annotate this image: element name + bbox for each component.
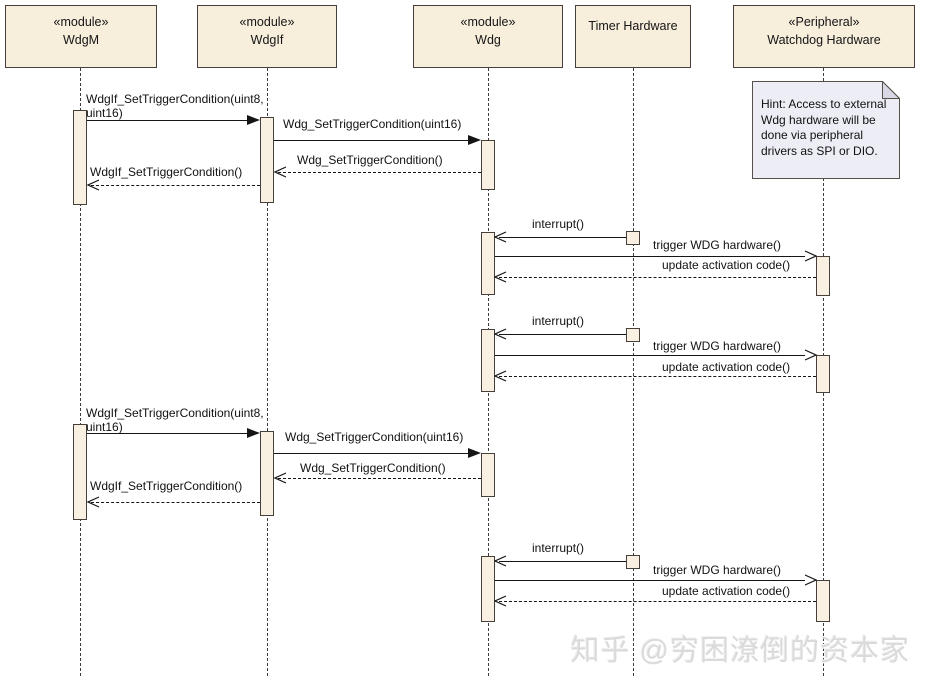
filled-arrowhead-icon bbox=[468, 448, 481, 458]
activation-wdgm bbox=[73, 424, 87, 520]
filled-arrowhead-icon bbox=[468, 135, 481, 145]
message-label: update activation code() bbox=[662, 258, 791, 272]
open-arrowhead-icon bbox=[494, 328, 507, 340]
message-label: trigger WDG hardware() bbox=[653, 238, 782, 252]
open-arrowhead-icon bbox=[494, 555, 507, 567]
open-arrowhead-icon bbox=[87, 179, 100, 191]
activation-watchdog bbox=[816, 580, 830, 622]
open-arrowhead-icon bbox=[494, 370, 507, 382]
open-arrowhead-icon bbox=[87, 496, 100, 508]
activation-wdg bbox=[481, 556, 495, 622]
activation-watchdog bbox=[816, 355, 830, 393]
message-label: WdgIf_SetTriggerCondition() bbox=[90, 165, 243, 179]
message-label: uint16) bbox=[86, 420, 123, 434]
activation-timer bbox=[626, 328, 640, 342]
activation-wdg bbox=[481, 453, 495, 497]
message-line-return bbox=[499, 277, 816, 278]
open-arrowhead-icon bbox=[274, 472, 287, 484]
message-label: Wdg_SetTriggerCondition() bbox=[297, 153, 443, 167]
activation-wdgif bbox=[260, 117, 274, 203]
note-shape-icon bbox=[752, 80, 901, 179]
message-line-call bbox=[499, 237, 626, 238]
lifeline-wdgm bbox=[80, 68, 81, 676]
message-line-call bbox=[499, 561, 626, 562]
open-arrowhead-icon bbox=[804, 574, 817, 586]
message-line-call bbox=[495, 355, 805, 356]
message-line-return bbox=[278, 478, 481, 479]
message-line-call bbox=[499, 334, 626, 335]
lifeline-wdgif bbox=[267, 68, 268, 676]
activation-wdgif bbox=[260, 431, 274, 516]
message-label: Wdg_SetTriggerCondition(uint16) bbox=[285, 430, 464, 444]
participant-box-watchdog: «Peripheral» Watchdog Hardware bbox=[733, 5, 915, 68]
open-arrowhead-icon bbox=[274, 166, 287, 178]
participant-name: WdgIf bbox=[250, 33, 284, 47]
watermark-text: 知乎 @穷困潦倒的资本家 bbox=[570, 635, 910, 667]
note-hint: Hint: Access to external Wdg hardware wi… bbox=[752, 80, 901, 179]
message-line-return bbox=[91, 185, 260, 186]
message-line-call bbox=[274, 140, 468, 141]
message-line-return bbox=[278, 172, 481, 173]
message-line-return bbox=[91, 502, 260, 503]
note-text: Hint: Access to external Wdg hardware wi… bbox=[761, 97, 887, 158]
message-label: WdgIf_SetTriggerCondition() bbox=[90, 479, 243, 493]
participant-name: Watchdog Hardware bbox=[767, 33, 881, 47]
open-arrowhead-icon bbox=[494, 271, 507, 283]
message-label: interrupt() bbox=[532, 541, 585, 555]
message-label: interrupt() bbox=[532, 314, 585, 328]
participant-box-wdg: «module» Wdg bbox=[413, 5, 563, 68]
participant-box-timer: Timer Hardware bbox=[575, 5, 691, 68]
participant-box-wdgif: «module» WdgIf bbox=[197, 5, 337, 68]
open-arrowhead-icon bbox=[494, 231, 507, 243]
participant-box-wdgm: «module» WdgM bbox=[5, 5, 157, 68]
open-arrowhead-icon bbox=[804, 250, 817, 262]
message-label: uint16) bbox=[86, 106, 123, 120]
message-label: update activation code() bbox=[662, 360, 791, 374]
message-line-call bbox=[495, 256, 805, 257]
message-label: WdgIf_SetTriggerCondition(uint8, bbox=[86, 92, 264, 106]
open-arrowhead-icon bbox=[494, 595, 507, 607]
message-line-call bbox=[274, 453, 468, 454]
activation-wdg bbox=[481, 140, 495, 190]
stereotype-label: «module» bbox=[239, 15, 295, 29]
open-arrowhead-icon bbox=[804, 349, 817, 361]
stereotype-label: «Peripheral» bbox=[788, 15, 860, 29]
message-label: update activation code() bbox=[662, 584, 791, 598]
message-line-return bbox=[499, 601, 816, 602]
message-line-call bbox=[87, 120, 247, 121]
message-label: WdgIf_SetTriggerCondition(uint8, bbox=[86, 406, 264, 420]
participant-name: Wdg bbox=[475, 33, 501, 47]
filled-arrowhead-icon bbox=[247, 115, 260, 125]
activation-wdg bbox=[481, 329, 495, 392]
message-label: interrupt() bbox=[532, 217, 585, 231]
message-line-return bbox=[499, 376, 816, 377]
message-label: trigger WDG hardware() bbox=[653, 563, 782, 577]
participant-name: Timer Hardware bbox=[588, 19, 678, 33]
activation-watchdog bbox=[816, 256, 830, 296]
activation-wdgm bbox=[73, 110, 87, 205]
message-line-call bbox=[495, 580, 805, 581]
message-label: trigger WDG hardware() bbox=[653, 339, 782, 353]
activation-timer bbox=[626, 231, 640, 245]
filled-arrowhead-icon bbox=[247, 428, 260, 438]
message-label: Wdg_SetTriggerCondition(uint16) bbox=[283, 117, 462, 131]
stereotype-label: «module» bbox=[460, 15, 516, 29]
lifeline-timer bbox=[633, 68, 634, 676]
stereotype-label: «module» bbox=[53, 15, 109, 29]
participant-name: WdgM bbox=[62, 33, 100, 47]
message-label: Wdg_SetTriggerCondition() bbox=[300, 461, 446, 475]
activation-timer bbox=[626, 555, 640, 569]
activation-wdg bbox=[481, 232, 495, 295]
message-line-call bbox=[87, 433, 247, 434]
